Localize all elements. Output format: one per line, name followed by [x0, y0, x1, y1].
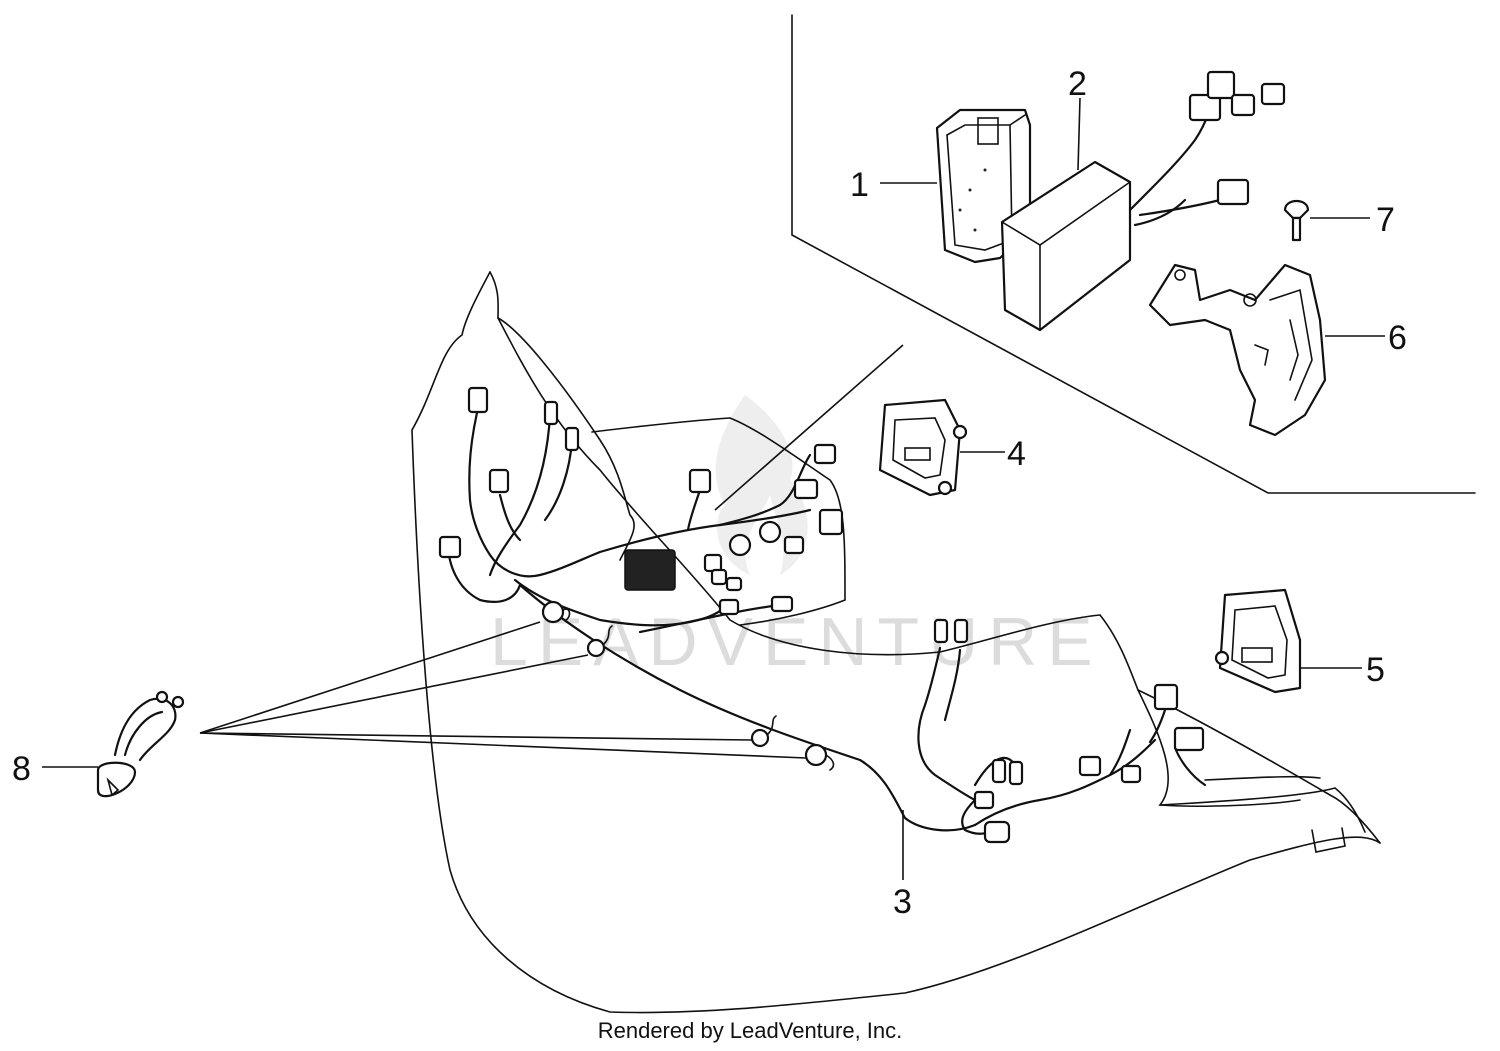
- inset-boundary: [791, 14, 1476, 494]
- part-8-grommet-clip: [96, 690, 185, 798]
- callout-4: 4: [1007, 435, 1026, 473]
- callout-1: 1: [850, 166, 869, 204]
- callout-5: 5: [1366, 651, 1385, 689]
- fender-outline: [411, 271, 1381, 1014]
- part-2-control-unit: [1000, 70, 1286, 332]
- part-4-bracket: [878, 398, 968, 497]
- part-5-bracket: [1214, 588, 1302, 694]
- callout-6: 6: [1388, 319, 1407, 357]
- callout-2: 2: [1068, 65, 1087, 103]
- footer-credit: Rendered by LeadVenture, Inc.: [597, 1018, 903, 1043]
- callout-labels: 1 2 3 4 5 6 7 8: [12, 65, 1407, 921]
- callout-8: 8: [12, 750, 31, 788]
- callout-7: 7: [1376, 201, 1395, 239]
- part-6-mounting-bracket: [1148, 263, 1327, 437]
- part-7-screw: [1283, 199, 1310, 242]
- leader-lines: [42, 97, 1385, 880]
- wire-harness: [438, 386, 1207, 844]
- callout-3: 3: [893, 883, 912, 921]
